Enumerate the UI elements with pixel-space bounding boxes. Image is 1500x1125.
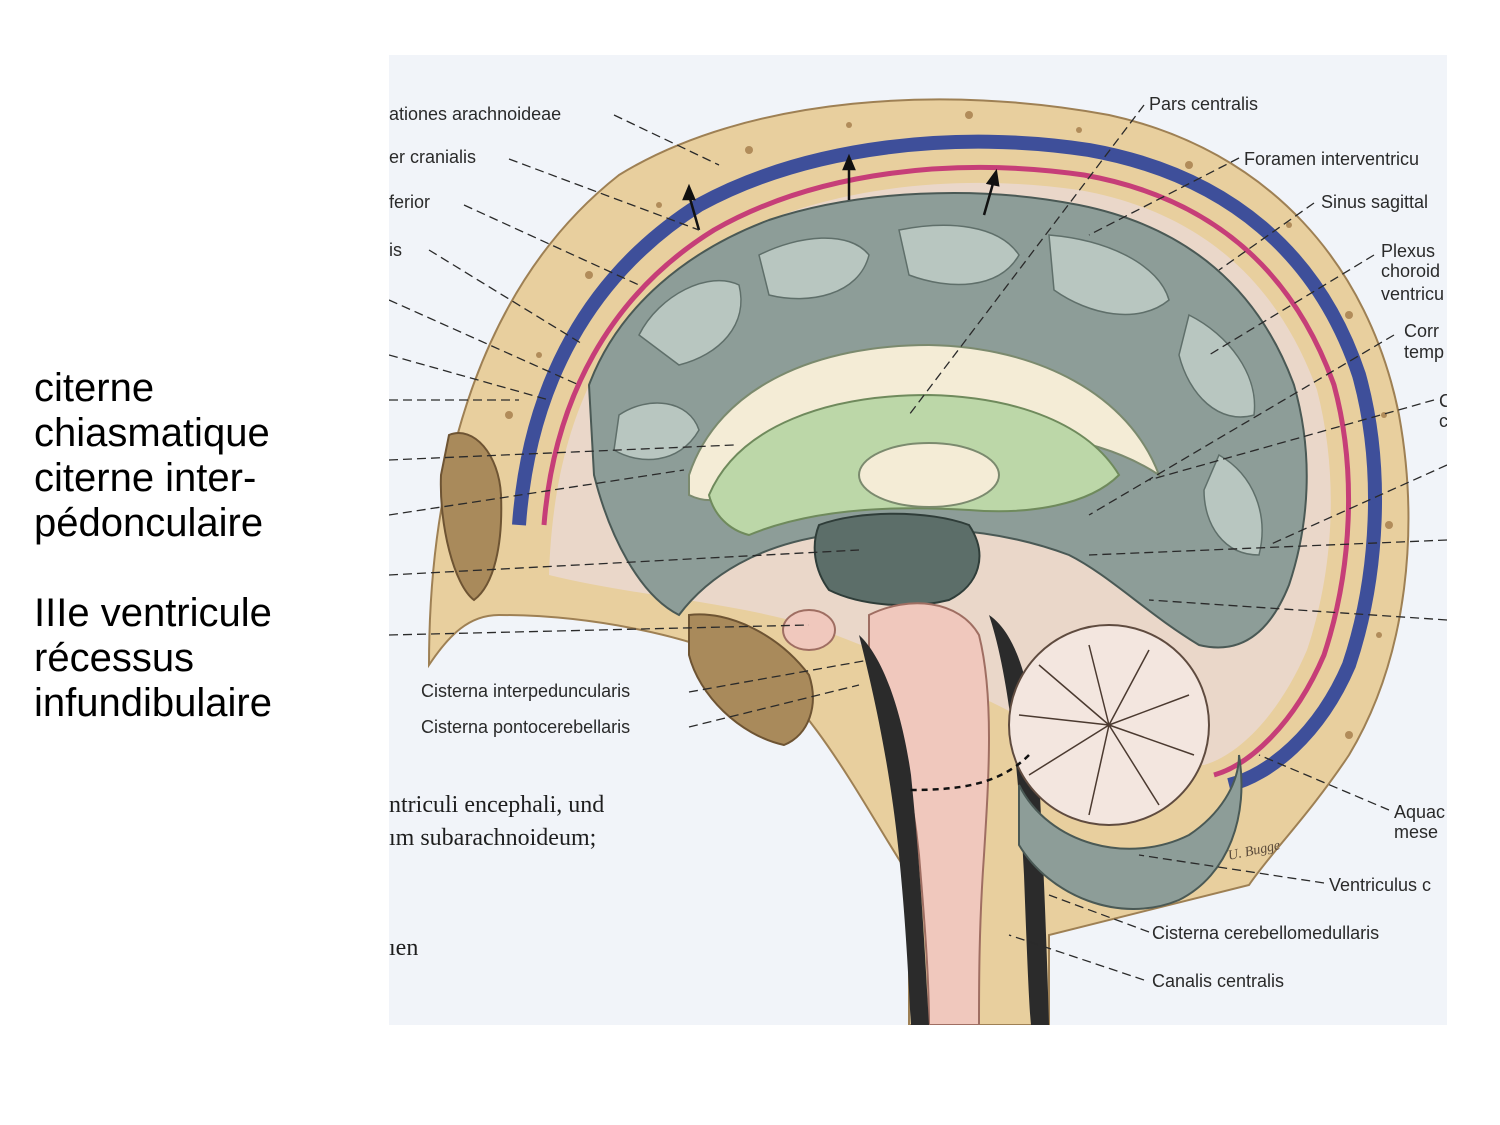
- label-cranialis: er cranialis: [389, 147, 476, 167]
- label-inferior: ferior: [389, 192, 430, 212]
- leader-lines: [389, 104, 1447, 981]
- caption-line-3: ıen: [389, 935, 418, 961]
- csf-dashed-arrow: [908, 754, 1030, 792]
- side-line: chiasmatique: [34, 411, 270, 455]
- side-line: citerne: [34, 366, 155, 410]
- label-ventriculi: ventricu: [1381, 284, 1444, 304]
- label-choroideus: choroid: [1381, 261, 1440, 281]
- label-plexus: Plexus: [1381, 241, 1435, 261]
- label-c1: C: [1439, 391, 1447, 411]
- label-canalis-centralis: Canalis centralis: [1152, 971, 1284, 991]
- csf-channel-back: [989, 615, 1049, 1025]
- label-c2: c: [1439, 411, 1447, 431]
- label-temporale: temp: [1404, 342, 1444, 362]
- side-line: IIIe ventricule: [34, 591, 272, 635]
- sphenoid-sinus: [688, 613, 814, 747]
- label-cisterna-pontocerebellaris: Cisterna pontocerebellaris: [421, 717, 630, 737]
- side-line: citerne inter-: [34, 456, 257, 500]
- caption-line-2: ım subarachnoideum;: [389, 825, 596, 851]
- side-line: infundibulaire: [34, 681, 272, 725]
- thalamus: [858, 442, 1000, 508]
- label-cornu: Corr: [1404, 321, 1439, 341]
- label-cisterna-cerebellomedullaris: Cisterna cerebellomedullaris: [1152, 923, 1379, 943]
- brain-sagittal-illustration: ationes arachnoideae er cranialis ferior…: [389, 94, 1447, 1025]
- label-sinus-sagittalis: Sinus sagittal: [1321, 192, 1428, 212]
- label-ventriculus-quartus: Ventriculus c: [1329, 875, 1431, 895]
- third-ventricle: [813, 512, 981, 607]
- label-arachnoid-granulations: ationes arachnoideae: [389, 104, 561, 124]
- cerebellum-lower: [1018, 754, 1243, 910]
- pituitary-gland: [782, 609, 836, 651]
- label-is: is: [389, 240, 402, 260]
- arachnoid-membrane: [541, 165, 1352, 778]
- side-line-gap: [34, 546, 364, 591]
- arbor-vitae: [1018, 644, 1195, 816]
- label-foramen-interventriculare: Foramen interventricu: [1244, 149, 1419, 169]
- anatomy-figure: ationes arachnoideae er cranialis ferior…: [389, 55, 1447, 1025]
- csf-channel-front: [859, 635, 929, 1025]
- side-annotation: citerne chiasmatique citerne inter- pédo…: [34, 366, 364, 726]
- side-line: pédonculaire: [34, 501, 264, 545]
- label-mesencephali: mese: [1394, 822, 1438, 842]
- caption-line-1: ntriculi encephali, und: [389, 792, 604, 818]
- label-cisterna-interpeduncularis: Cisterna interpeduncularis: [421, 681, 630, 701]
- label-aqueductus: Aquac: [1394, 802, 1445, 822]
- gyri-folds: [613, 224, 1263, 556]
- csf-flow-arrows: [682, 153, 1000, 231]
- label-pars-centralis: Pars centralis: [1149, 94, 1258, 114]
- side-line: récessus: [34, 636, 195, 680]
- dura-venous-sinus: [512, 134, 1382, 792]
